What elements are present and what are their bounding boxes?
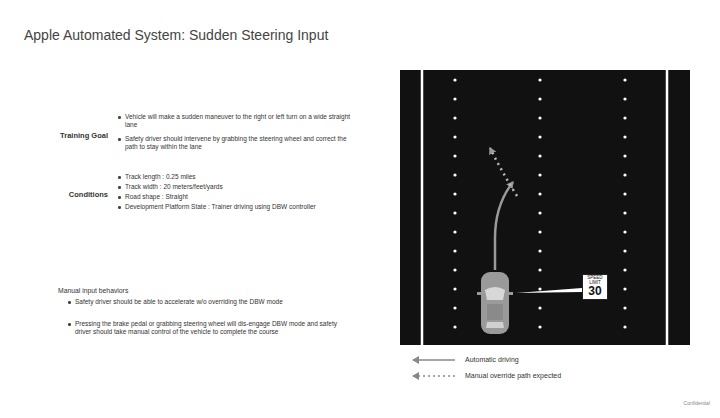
legend-text: Manual override path expected — [465, 371, 561, 380]
bullet-dot — [68, 301, 71, 304]
lane-dot — [623, 78, 626, 81]
bullet-text: Safety driver should intervene by grabbi… — [125, 135, 360, 152]
lane-dot — [623, 268, 626, 271]
lane-dot — [538, 192, 541, 195]
bullet-dot — [68, 323, 71, 326]
lane-dot — [623, 97, 626, 100]
lane-dot — [538, 325, 541, 328]
bullet-text: Development Platform State : Trainer dri… — [125, 203, 360, 211]
lane-dot — [623, 192, 626, 195]
speed-limit-sign: SPEED LIMIT30 — [582, 274, 608, 300]
override-path — [490, 148, 517, 196]
lane-dot — [538, 135, 541, 138]
lane-dot — [623, 306, 626, 309]
lane-dot — [623, 287, 626, 290]
bullet-text: Pressing the brake pedal or grabbing ste… — [75, 320, 345, 337]
lane-dot — [538, 78, 541, 81]
lane-dots — [453, 78, 626, 328]
road — [400, 70, 690, 345]
lane-dot — [623, 230, 626, 233]
bullet-text: Safety driver should be able to accelera… — [75, 298, 345, 306]
lane-dot — [538, 230, 541, 233]
legend-dotted-sample — [413, 375, 455, 377]
lane-dot — [623, 325, 626, 328]
bullet-text: Track length : 0.25 miles — [125, 173, 360, 181]
lane-dot — [538, 116, 541, 119]
lane-dot — [453, 230, 456, 233]
sign-pointer — [516, 288, 582, 293]
lane-dot — [453, 173, 456, 176]
lane-dot — [623, 116, 626, 119]
lane-dot — [623, 249, 626, 252]
lane-dot — [538, 287, 541, 290]
lane-dot — [538, 211, 541, 214]
lane-dot — [453, 192, 456, 195]
automatic-path — [495, 182, 513, 270]
lane-dot — [623, 211, 626, 214]
bullet-dot — [118, 206, 121, 209]
lane-dot — [453, 135, 456, 138]
bullet-dot — [118, 116, 121, 119]
bullet-dot — [118, 186, 121, 189]
section-label: Manual input behaviors — [58, 287, 308, 296]
car — [477, 272, 513, 334]
bullet-text: Vehicle will make a sudden maneuver to t… — [125, 113, 360, 130]
lane-dot — [623, 154, 626, 157]
section-label: Training Goal — [40, 131, 108, 141]
section-label: Conditions — [40, 190, 108, 200]
bullet-text: Track width : 20 meters/feet/yards — [125, 183, 360, 191]
lane-dot — [453, 154, 456, 157]
lane-dot — [538, 154, 541, 157]
sign-number: 30 — [585, 285, 605, 297]
legend-solid-sample — [413, 359, 455, 361]
lane-dot — [453, 116, 456, 119]
bullet-dot — [118, 196, 121, 199]
lane-edge — [421, 70, 424, 345]
bullet-dot — [118, 138, 121, 141]
lane-dot — [453, 97, 456, 100]
lane-dot — [538, 249, 541, 252]
lane-dot — [623, 135, 626, 138]
legend-text: Automatic driving — [465, 355, 519, 364]
lane-dot — [453, 211, 456, 214]
lane-dot — [623, 173, 626, 176]
lane-edge — [666, 70, 669, 345]
watermark: Confidential — [650, 400, 710, 407]
bullet-text: Road shape : Straight — [125, 193, 360, 201]
lane-dot — [538, 173, 541, 176]
lane-dot — [453, 306, 456, 309]
lane-dot — [538, 306, 541, 309]
lane-dot — [538, 268, 541, 271]
lane-dot — [453, 325, 456, 328]
lane-dot — [538, 97, 541, 100]
lane-dot — [453, 78, 456, 81]
lane-dot — [453, 249, 456, 252]
lane-dot — [453, 287, 456, 290]
lane-dot — [453, 268, 456, 271]
bullet-dot — [118, 176, 121, 179]
sign-caption: SPEED LIMIT — [585, 276, 605, 285]
slide-title: Apple Automated System: Sudden Steering … — [24, 26, 328, 44]
